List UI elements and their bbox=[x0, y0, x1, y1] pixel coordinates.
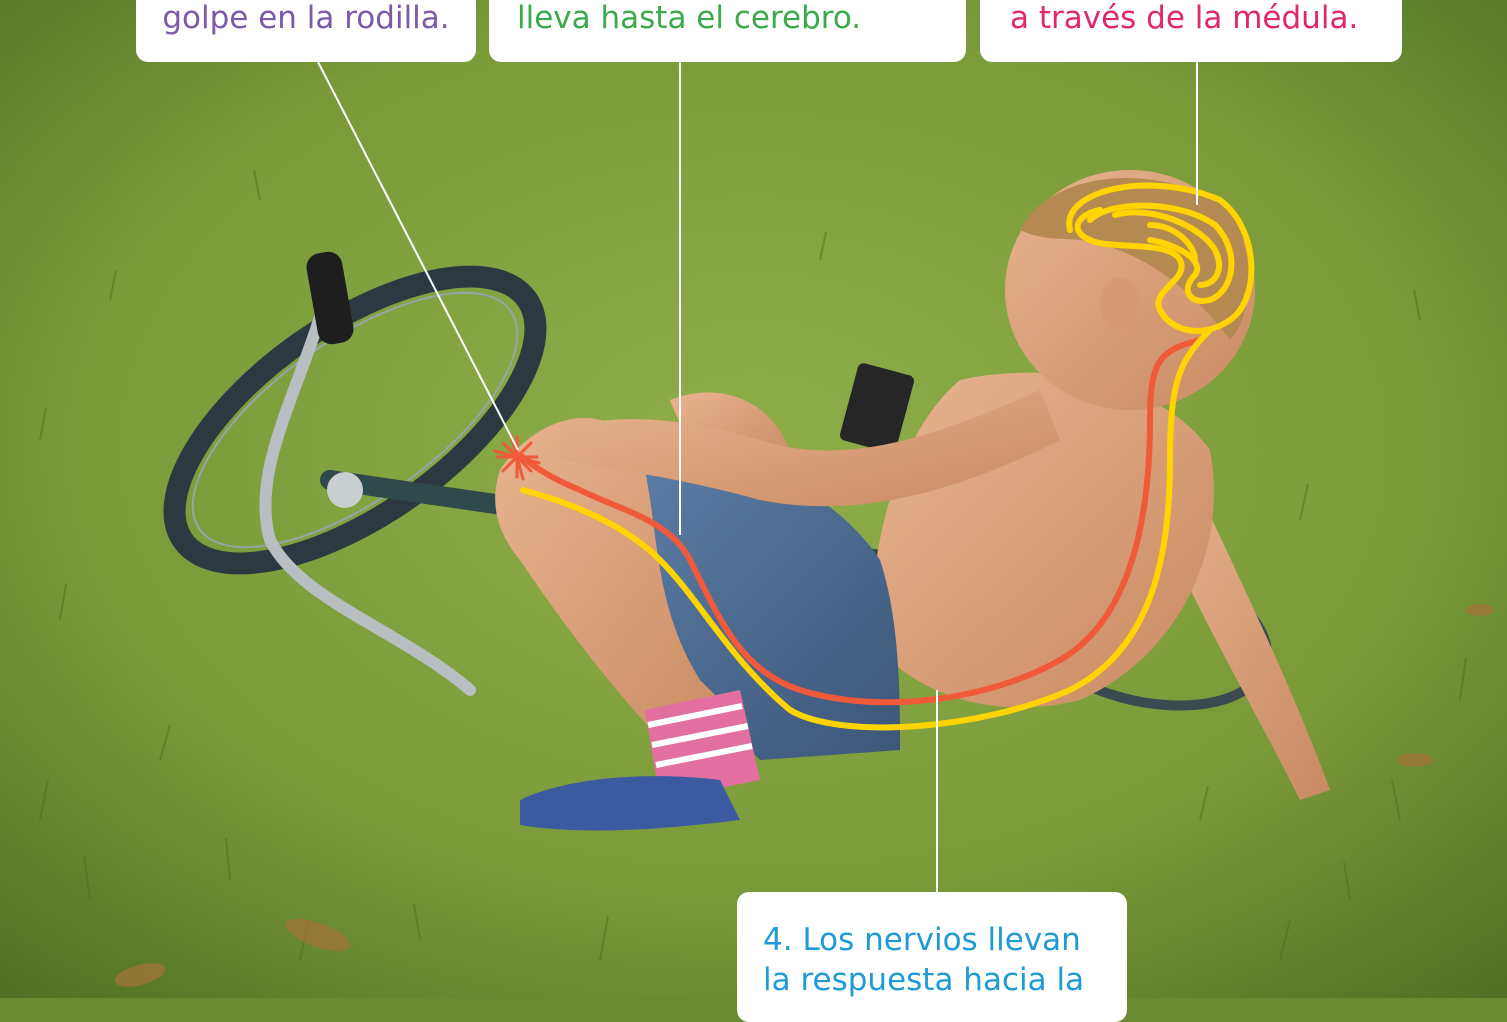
impact-star-icon bbox=[493, 433, 541, 481]
brain-scribble-icon bbox=[1066, 182, 1255, 334]
boy-sandal bbox=[520, 776, 740, 831]
bicycle-grip bbox=[306, 251, 354, 345]
boy-ear bbox=[1100, 277, 1140, 333]
callout-step-4: 4. Los nervios llevan la respuesta hacia… bbox=[737, 892, 1127, 1022]
callout-step-3: a través de la médula. bbox=[980, 0, 1402, 62]
callout-step-3-text: a través de la médula. bbox=[1010, 0, 1359, 36]
sensory-nerve-path bbox=[520, 327, 1213, 731]
callout-step-4-text: . Los nervios llevan la respuesta hacia … bbox=[763, 922, 1085, 998]
boy-hair bbox=[1020, 177, 1249, 340]
motor-nerve-path bbox=[517, 337, 1203, 706]
leader-line-1 bbox=[317, 61, 519, 451]
callout-step-1: golpe en la rodilla. bbox=[136, 0, 476, 62]
boy-arm-front bbox=[560, 390, 1060, 507]
callout-step-1-text: golpe en la rodilla. bbox=[162, 0, 450, 36]
leaf-litter bbox=[114, 604, 1494, 987]
callout-step-2-text: lleva hasta el cerebro. bbox=[517, 0, 862, 36]
scene-illustration bbox=[0, 0, 1507, 998]
callout-step-4-number: 4 bbox=[763, 922, 783, 958]
leader-lines bbox=[317, 61, 1198, 892]
boy-leg bbox=[495, 417, 740, 760]
bicycle-handlebar bbox=[259, 294, 476, 696]
boy-shorts bbox=[610, 458, 900, 760]
bicycle-pedal bbox=[839, 363, 915, 453]
callout-step-2: lleva hasta el cerebro. bbox=[489, 0, 966, 62]
